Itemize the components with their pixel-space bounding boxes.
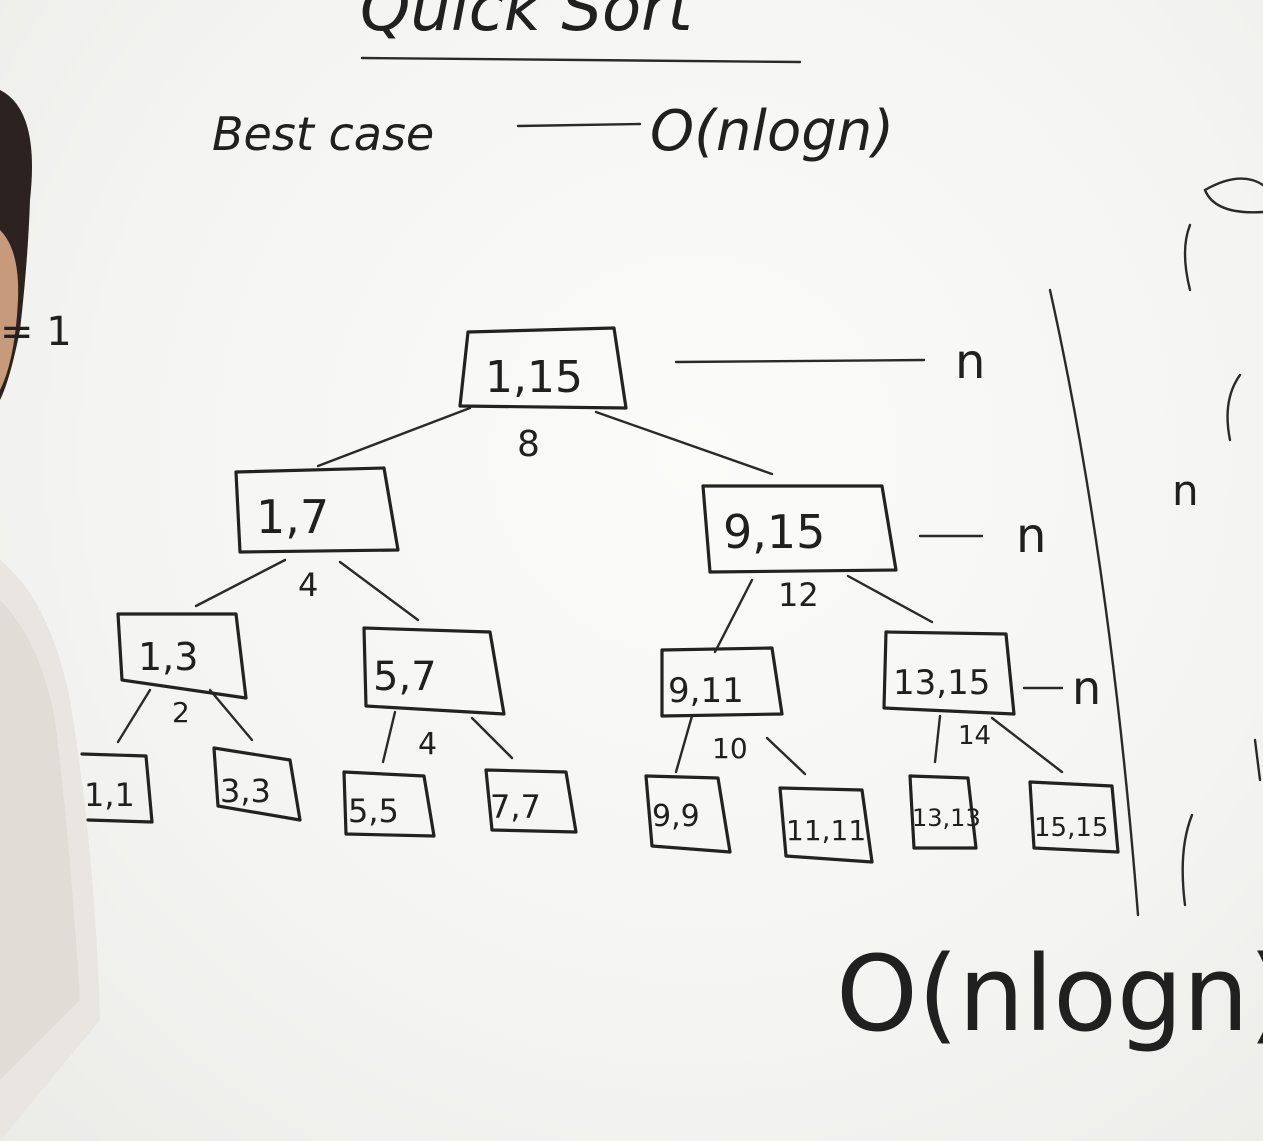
best-case-line: Best case O(nlogn) [212,99,894,164]
right-fragment-n: n [1172,466,1199,515]
svg-text:O(nlogn): O(nlogn) [836,933,1263,1055]
tree-leaf-11-11: 11,11 [778,786,874,864]
best-case-complexity: O(nlogn) [650,99,894,164]
pivot-label: 12 [778,576,819,614]
node-range: 5,7 [373,654,437,700]
level-cost: n [1016,508,1046,564]
tree-leaf-9-9: 9,9 [644,774,732,854]
tree-node-9-15: 9,15 [701,484,898,574]
node-range: 9,11 [668,671,744,711]
node-range: 1,15 [485,352,583,403]
node-range: 9,9 [652,799,700,834]
page-title: Quick Sort [360,0,802,64]
left-fragment: = 1 [0,309,72,355]
node-range: 13,15 [893,663,990,703]
tree-node-13-15: 13,15 [882,630,1016,716]
tree-edges [116,406,1064,776]
cost-dash [674,358,926,364]
node-range: 1,3 [138,635,198,679]
total-complexity: O(nlogn) [836,933,1263,1055]
tree-node-1-15: 1,15 [458,326,628,410]
level-cost: n [1072,661,1101,715]
pivot-label: 14 [958,721,991,751]
node-range: 3,3 [220,772,271,810]
tree-leaf-15-15: 15,15 [1028,780,1120,854]
tree-node-1-7: 1,7 [234,466,400,554]
presenter-figure [0,90,100,1141]
right-notes: n [1172,177,1263,907]
node-range: 9,15 [723,505,825,559]
node-range: 1,1 [84,776,135,814]
node-range: 11,11 [786,814,866,847]
tree-node-1-3: 1,3 [116,612,248,700]
pivot-label: 8 [517,424,540,465]
pivot-label: 2 [172,696,190,729]
best-case-label: Best case [212,107,434,161]
node-range: 13,13 [912,804,981,832]
tree-leaf-1-1: 1,1 [80,752,154,824]
tree-leaf-3-3: 3,3 [212,746,302,822]
level-cost: n [955,334,985,390]
tree-leaf-7-7: 7,7 [484,768,578,834]
divider-line [1048,288,1140,917]
tree-node-5-7: 5,7 [362,626,506,716]
node-range: 15,15 [1034,813,1108,843]
pivot-label: 4 [418,727,437,762]
node-range: 7,7 [490,788,541,826]
node-range: 5,5 [348,792,399,830]
tree-leaf-13-13: 13,13 [908,774,981,850]
pivot-label: 4 [298,566,318,604]
tree-node-9-11: 9,11 [660,646,784,718]
pivot-label: 10 [712,732,748,765]
tree-leaf-5-5: 5,5 [342,770,436,838]
node-range: 1,7 [256,490,329,544]
svg-text:Quick Sort: Quick Sort [360,0,695,46]
